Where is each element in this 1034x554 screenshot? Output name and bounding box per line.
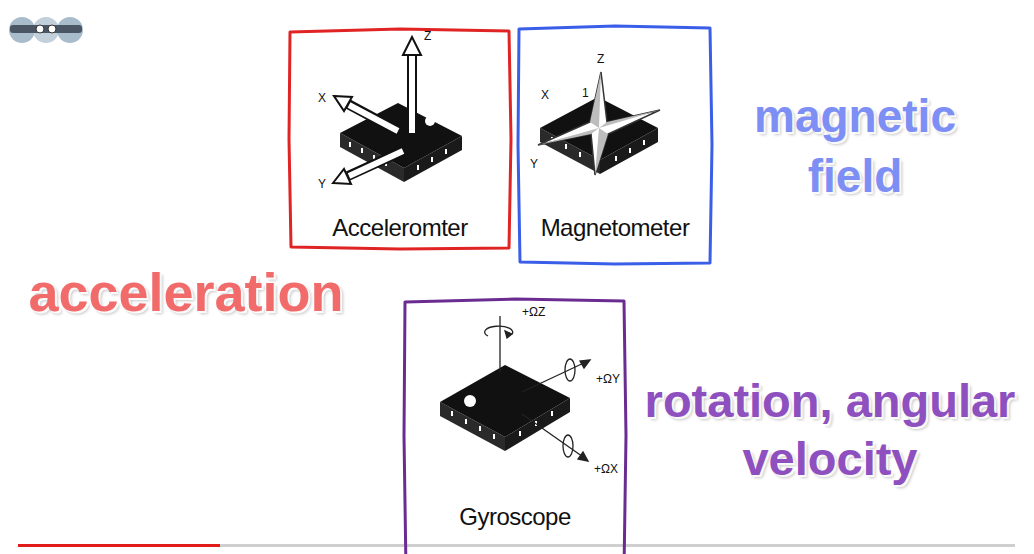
- rotation-axes: [485, 316, 590, 461]
- arrow-head: [403, 37, 421, 55]
- star-facet: [595, 128, 608, 175]
- sensor-name: Acceleromter: [288, 214, 512, 242]
- sensor-box: Magnetometer: [517, 25, 713, 265]
- arrow-head: [580, 360, 590, 368]
- quantity-label: acceleration: [16, 262, 356, 322]
- sensor-name: Gyroscope: [403, 503, 627, 531]
- axis-label: Y: [530, 157, 538, 171]
- logo-band: [10, 25, 82, 33]
- pin-dot: [425, 116, 435, 126]
- accelerometer-chip: [340, 103, 462, 182]
- arrow-head: [505, 331, 512, 338]
- axis-arrow: [349, 105, 398, 131]
- box-border: [289, 29, 511, 249]
- rotation-arrow: [565, 359, 575, 381]
- axis-label: +ΩZ: [522, 305, 545, 319]
- box-border: [518, 26, 712, 264]
- chip-top: [440, 365, 570, 437]
- x-axis: [522, 414, 586, 459]
- box-border: [404, 299, 626, 554]
- video-progress-bar: [18, 544, 1015, 547]
- axis-arrow: [407, 53, 417, 135]
- axis-label: Z: [597, 52, 604, 66]
- arrow-head: [333, 169, 351, 184]
- progress-played: [18, 544, 220, 547]
- progress-track: [18, 544, 1015, 547]
- star-facet: [599, 110, 660, 128]
- chip-top: [340, 103, 462, 168]
- y-axis: [522, 361, 588, 392]
- axis-label: Y: [318, 177, 326, 191]
- star-facet: [590, 72, 601, 128]
- axis-label: X: [318, 91, 326, 105]
- axis-arrows: [333, 37, 421, 184]
- arrow-head: [578, 452, 588, 461]
- axis-label: +ΩX: [594, 462, 618, 476]
- sensor-box: Gyroscope: [403, 298, 627, 554]
- magnetometer-chip: [538, 72, 660, 175]
- compass-star: [538, 72, 660, 175]
- axis-arrow: [348, 150, 405, 176]
- star-facet: [538, 128, 599, 145]
- axis-arrow: [409, 54, 415, 133]
- logo-glasses: [36, 25, 44, 33]
- axis-arrow: [349, 151, 403, 176]
- arrow-head: [334, 96, 352, 111]
- sensor-box: Acceleromter: [288, 28, 512, 250]
- sensor-name: Magnetometer: [517, 214, 713, 242]
- axis-arrow: [348, 104, 400, 132]
- axis-label: 1: [582, 86, 589, 100]
- axis-label: Z: [424, 29, 431, 43]
- channel-logo: [9, 17, 83, 43]
- quantity-label: rotation, angular velocity: [632, 372, 1028, 488]
- rotation-arrow: [563, 435, 573, 457]
- axis-label: X: [541, 88, 549, 102]
- logo-glasses: [48, 25, 56, 33]
- quantity-label: magnetic field: [735, 86, 975, 206]
- z-axis: [499, 316, 500, 372]
- axis-label: +ΩY: [596, 372, 620, 386]
- pin-dot: [464, 395, 476, 407]
